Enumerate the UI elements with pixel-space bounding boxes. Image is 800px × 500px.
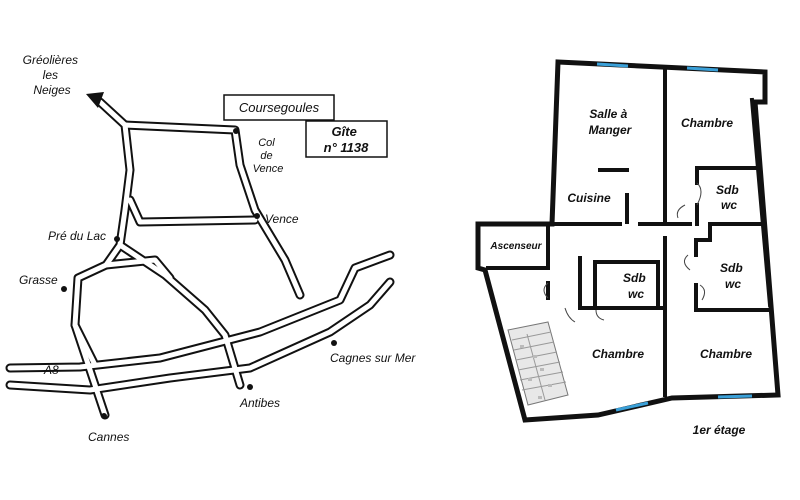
room-chambre-top: Chambre [681,116,733,130]
floor-label: 1er étage [693,423,746,437]
roads [5,97,395,420]
town-dot-antibes [247,384,253,390]
label-greolieres: Gréolières les Neiges [23,53,82,97]
town-dot-coursegoules [233,128,239,134]
interior-walls [486,66,773,397]
town-dot-pre-du-lac [114,236,120,242]
room-salle-a-manger: Salle à Manger [589,107,633,137]
door-swings [543,182,706,323]
town-dot-grasse [61,286,67,292]
window-top-left [596,62,629,68]
label-cagnes: Cagnes sur Mer [330,351,416,365]
town-dot-vence [254,213,260,219]
label-grasse: Grasse [19,273,58,287]
label-col-de-vence: Col de Vence [253,137,284,175]
staircase [507,321,569,406]
floor-plan: Salle à Manger Chambre Cuisine Sdb wc As… [475,59,781,437]
window-top-right [686,66,719,72]
town-dot-cagnes [331,340,337,346]
label-cannes: Cannes [88,430,129,444]
label-gite: Gîte n° 1138 [324,124,369,155]
label-pre-du-lac: Pré du Lac [48,229,106,243]
room-sdb-top: Sdb wc [716,183,742,212]
window-bottom-left [615,401,649,412]
room-sdb-mid-left: Sdb wc [623,271,649,301]
window-bottom-right [717,394,753,399]
town-dot-cannes [101,413,107,419]
label-coursegoules: Coursegoules [239,100,320,115]
road-map: Gréolières les Neiges Coursegoules Gîte … [5,53,416,444]
gite-box [305,120,388,158]
room-ascenseur: Ascenseur [489,241,542,252]
room-chambre-bottom-left: Chambre [592,347,644,361]
label-antibes: Antibes [239,396,280,410]
room-chambre-bottom-right: Chambre [700,347,752,361]
outer-wall [475,59,781,423]
label-a8: A8 [43,363,59,377]
room-sdb-mid-right: Sdb wc [720,261,746,291]
label-vence: Vence [265,212,299,226]
arrow-icon [86,92,104,108]
room-cuisine: Cuisine [567,191,611,205]
coursegoules-box [223,94,335,121]
